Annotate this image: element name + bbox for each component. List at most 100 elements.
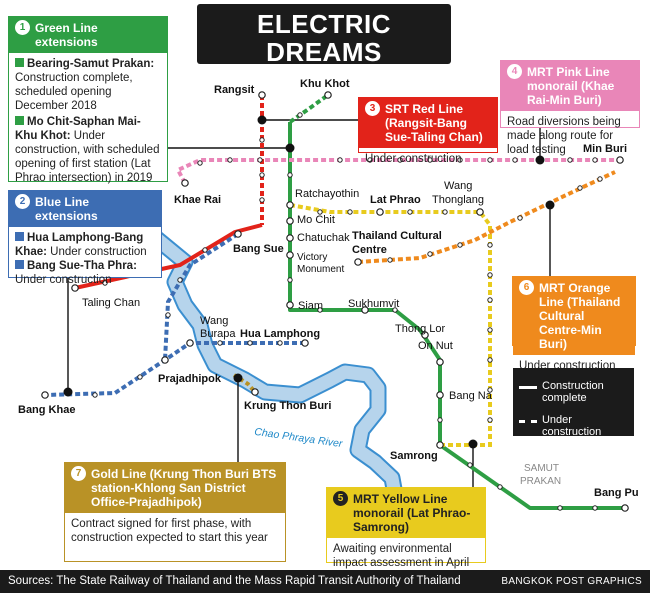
page-subtitle: The status of electric train projects th… — [213, 70, 435, 82]
label-prakan: PRAKAN — [520, 476, 562, 487]
label-bang-na: Bang Na — [449, 390, 492, 402]
station-bang-khae — [41, 391, 49, 399]
node-yellow-pointer — [468, 439, 478, 449]
label-min-buri: Min Buri — [583, 143, 627, 155]
badge-3: 3 — [365, 101, 380, 116]
label-bang-pu: Bang Pu — [594, 487, 639, 499]
footer: Sources: The State Railway of Thailand a… — [0, 570, 650, 593]
station-min-buri — [616, 156, 624, 164]
station-on-nut — [436, 358, 444, 366]
green-line-extension — [288, 93, 330, 124]
callout-title: Green Line extensions — [35, 21, 98, 49]
bullet-square — [15, 232, 24, 241]
station-mo-chit — [286, 217, 294, 225]
label-wang: Wang — [444, 180, 473, 192]
label-krung-thon-buri: Krung Thon Buri — [244, 400, 332, 412]
bullet-square — [15, 58, 24, 67]
badge-5: 5 — [333, 491, 348, 506]
station-samrong — [436, 441, 444, 449]
label-sukhumvit: Sukhumvit — [348, 298, 400, 310]
callout-yellow-line: 5 MRT Yellow Line monorail (Lat Phrao-Sa… — [326, 487, 486, 569]
station-bang-na — [436, 391, 444, 399]
node-pink-pointer — [535, 155, 545, 165]
badge-4: 4 — [507, 64, 522, 79]
station-khu-khot — [324, 91, 332, 99]
label-samut: SAMUT — [524, 463, 559, 474]
label-lat-phrao: Lat Phrao — [370, 194, 421, 206]
node-blue-pointer — [63, 387, 73, 397]
callout-title: MRT Yellow Line monorail (Lat Phrao-Samr… — [353, 492, 471, 534]
label-mo-chit: Mo Chit — [297, 214, 335, 226]
bullet-square — [15, 116, 24, 125]
header: ELECTRIC DREAMS The status of electric t… — [197, 4, 451, 82]
label-thong-lor: Thong Lor — [395, 323, 446, 335]
station-ratchayothin — [286, 201, 294, 209]
label-siam: Siam — [298, 300, 324, 312]
station-sukhumvit — [361, 306, 369, 314]
legend-complete-label: Construction — [542, 380, 604, 392]
callout-orange-line: 6 MRT Orange Line (Thailand Cultural Cen… — [512, 276, 636, 372]
label-ratchayothin: Ratchayothin — [295, 188, 360, 200]
transit-map — [41, 91, 629, 512]
footer-sources: Sources: The State Railway of Thailand a… — [8, 575, 461, 587]
node-orange-pointer — [545, 200, 555, 210]
station-taling-chan — [71, 284, 79, 292]
label-chatuchak: Chatuchak — [297, 232, 350, 244]
footer-credit: BANGKOK POST GRAPHICS — [501, 576, 642, 587]
station-bang-sue — [234, 230, 242, 238]
label-monument: Monument — [297, 264, 345, 275]
blue-line-tha-phra — [163, 232, 240, 361]
pink-line — [175, 158, 620, 184]
callout-title: Gold Line (Krung Thon Buri BTS station-K… — [91, 467, 277, 509]
station-wang-thonglang — [476, 208, 484, 216]
legend-dashed-swatch — [519, 420, 537, 423]
callout-status: Road diversions being made along route f… — [507, 116, 621, 156]
callout-title: MRT Orange Line (Thailand Cultural Centr… — [539, 281, 621, 351]
label-tcc-2: Centre — [352, 244, 387, 256]
station-krung-thon-buri — [251, 388, 259, 396]
label-victory: Victory — [297, 252, 328, 263]
badge-1: 1 — [15, 20, 30, 35]
bullet-square — [15, 260, 24, 269]
label-wang-burapa-2: Burapa — [200, 328, 236, 340]
label-rangsit: Rangsit — [214, 84, 255, 96]
badge-6: 6 — [519, 280, 534, 295]
station-khae-rai — [181, 179, 189, 187]
callout-green-line: 1 Green Line extensions Bearing-Samut Pr… — [8, 16, 168, 184]
label-taling-chan: Taling Chan — [82, 297, 141, 309]
callout-red-line: 3 SRT Red Line (Rangsit-Bang Sue-Taling … — [358, 97, 498, 165]
badge-7: 7 — [71, 466, 86, 481]
yellow-line — [289, 203, 492, 447]
node-red-pointer — [257, 115, 267, 125]
callout-status: Contract signed for first phase, with co… — [71, 518, 268, 544]
orange-line — [357, 170, 616, 264]
station-wang-burapa — [186, 339, 194, 347]
label-prajadhipok: Prajadhipok — [158, 373, 221, 385]
station-prajadhipok — [161, 356, 169, 364]
station-rangsit — [258, 91, 266, 99]
callout-title: MRT Pink Line monorail (Khae Rai-Min Bur… — [527, 65, 615, 107]
callout-pink-line: 4 MRT Pink Line monorail (Khae Rai-Min B… — [500, 60, 640, 156]
callout-status: Awaiting environmental impact assessment… — [333, 543, 470, 569]
label-bang-khae: Bang Khae — [18, 404, 76, 416]
station-siam — [286, 301, 294, 309]
label-thonglang: Thonglang — [432, 194, 484, 206]
station-lat-phrao — [376, 208, 384, 216]
callout-blue-line: 2 Blue Line extensions Hua Lamphong-Bang… — [8, 190, 162, 286]
label-samrong: Samrong — [390, 450, 438, 462]
label-hua-lamphong: Hua Lamphong — [240, 328, 321, 340]
station-tcc — [354, 258, 362, 266]
label-khu-khot: Khu Khot — [300, 78, 350, 90]
callout-title: Blue Line extensions — [35, 195, 98, 223]
node-green-pointer — [285, 143, 295, 153]
legend-complete-label-2: complete — [542, 392, 587, 404]
station-chatuchak — [286, 234, 294, 242]
station-victory — [286, 251, 294, 259]
label-on-nut: On Nut — [418, 340, 453, 352]
callout-status: Under construction — [365, 153, 462, 165]
page-title: ELECTRIC DREAMS — [257, 9, 391, 67]
chao-phraya-river-fill — [133, 200, 403, 502]
legend-solid-swatch — [519, 386, 537, 389]
node-gold-pointer — [233, 373, 243, 383]
